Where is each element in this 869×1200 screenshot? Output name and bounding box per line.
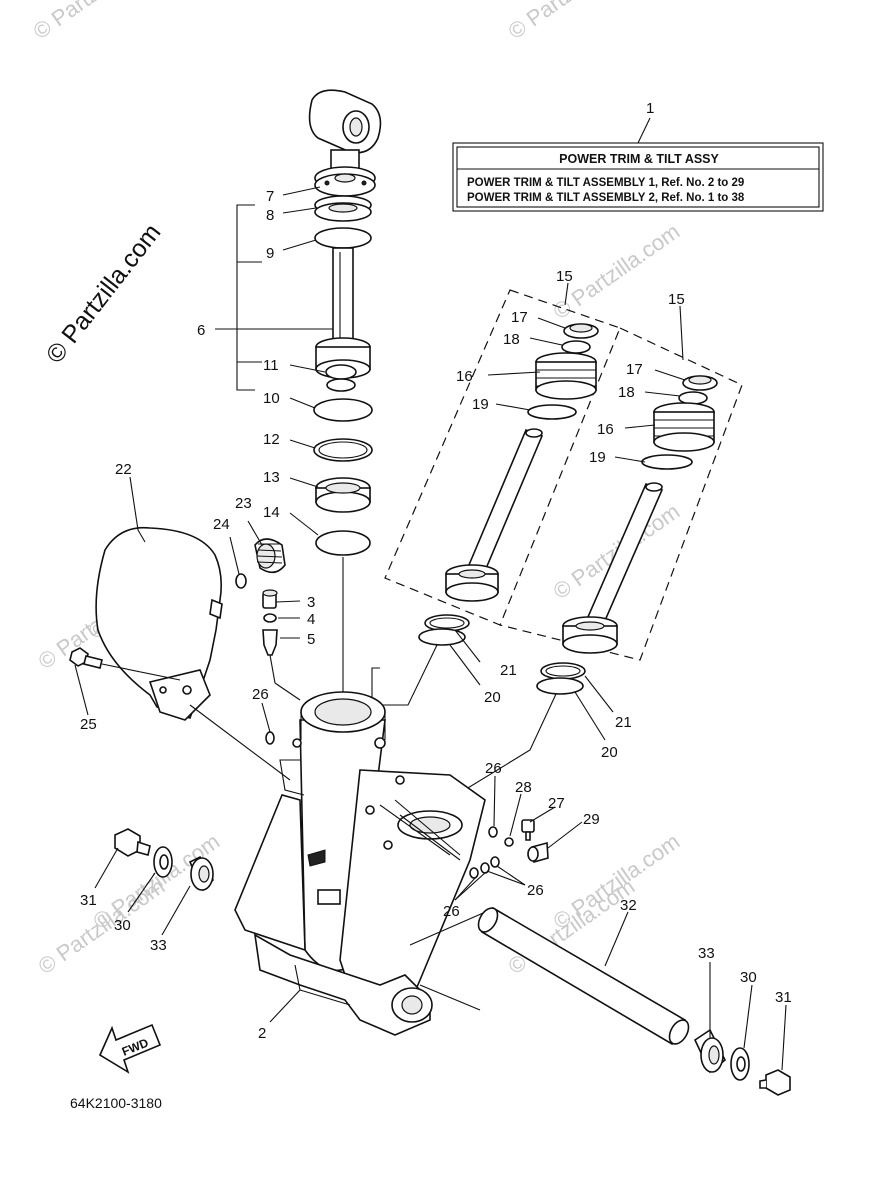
callout-7: 7 [266,188,274,205]
spec-box-title: POWER TRIM & TILT ASSY [559,152,719,166]
leader-lines [74,186,787,1071]
spec-box-line-1: POWER TRIM & TILT ASSEMBLY 1, Ref. No. 2… [467,177,744,189]
callout-19-left: 19 [472,396,489,413]
callout-32: 32 [620,897,637,914]
watermark-text: © Partzilla.com [504,0,640,44]
callout-1: 1 [646,100,654,117]
tilt-cylinder-rod [308,89,382,392]
main-bracket [234,691,491,1036]
callout-26-a: 26 [252,686,269,703]
callout-26-d: 26 [443,903,460,920]
callout-17-right: 17 [626,361,643,378]
callout-21-right: 21 [615,714,632,731]
callout-18-left: 18 [503,331,520,348]
callout-15-left: 15 [556,268,573,285]
callout-16-left: 16 [456,368,473,385]
callout-27: 27 [548,795,565,812]
callout-14: 14 [263,504,280,521]
watermark-text: © Partzilla.com [549,829,685,935]
valve-small-parts [265,731,549,879]
trim-kit-box-right [499,327,743,661]
callout-29: 29 [583,811,600,828]
diagram-code: 64K2100-3180 [70,1095,162,1111]
callout-15-right: 15 [668,291,685,308]
callout-10: 10 [263,390,280,407]
watermark-text: © Partzilla.com [29,0,165,44]
callout-11: 11 [263,357,279,374]
callout-20-right: 20 [601,744,618,761]
callout-31-right: 31 [775,989,792,1006]
callout-12: 12 [263,431,280,448]
callout-24: 24 [213,516,230,533]
callout-19-right: 19 [589,449,606,466]
callout-20-left: 20 [484,689,501,706]
callout-4: 4 [307,611,315,628]
callout-16-right: 16 [597,421,614,438]
cover-part [69,526,301,781]
callout-25: 25 [80,716,97,733]
callout-9: 9 [266,245,274,262]
callout-8: 8 [266,207,274,224]
watermark-main: © Partzilla.com [41,219,167,369]
callout-33-right: 33 [698,945,715,962]
callout-5: 5 [307,631,315,648]
callout-13: 13 [263,469,280,486]
callout-17-left: 17 [511,309,528,326]
callout-23: 23 [235,495,252,512]
callout-26-b: 26 [485,760,502,777]
callout-31-left: 31 [80,892,97,909]
trim-seal-rings [371,614,586,806]
callout-30-right: 30 [740,969,757,986]
callout-30-left: 30 [114,917,131,934]
callout-18-right: 18 [618,384,635,401]
seal-rings-stack [313,398,373,715]
spec-box-line-2: POWER TRIM & TILT ASSEMBLY 2, Ref. No. 1… [467,192,745,204]
callout-22: 22 [115,461,132,478]
tilt-shaft-assembly [114,828,791,1096]
callout-21-left: 21 [500,662,517,679]
callout-26-c: 26 [527,882,544,899]
spec-box: POWER TRIM & TILT ASSY POWER TRIM & TILT… [452,117,824,212]
callout-28: 28 [515,779,532,796]
callout-labels: 1 2 3 4 5 6 7 8 9 10 11 12 13 14 15 15 1… [80,100,792,1042]
callout-3: 3 [307,594,315,611]
callout-6: 6 [197,322,205,339]
trim-kit-box-left [384,289,621,626]
fwd-arrow-icon: FWD [98,1023,162,1074]
callout-33-left: 33 [150,937,167,954]
callout-2: 2 [258,1025,266,1042]
